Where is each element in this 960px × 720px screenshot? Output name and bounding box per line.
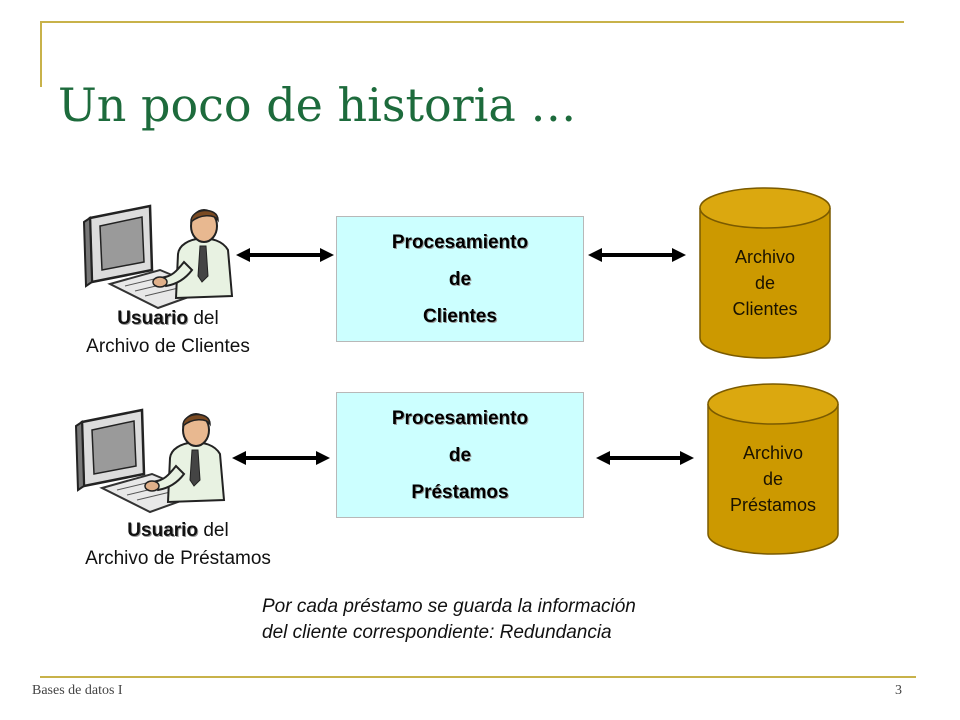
frame-bottom-line: [40, 676, 916, 678]
arrow-process-to-file-2: [596, 451, 694, 465]
user-label-bold: Usuario: [117, 308, 189, 329]
arrow-process-to-file-1: [588, 248, 686, 262]
file-line: Préstamos: [729, 495, 817, 515]
process-line: Procesamiento: [391, 407, 529, 429]
note-line1: Por cada préstamo se guarda la informaci…: [262, 596, 636, 617]
process-line: Procesamiento: [391, 231, 529, 253]
process-line: Clientes: [423, 305, 497, 327]
user-label-line2: Archivo de Clientes: [86, 336, 250, 357]
user-label-prestamos: Usuario del Archivo de Préstamos: [52, 517, 304, 573]
user-label-line2: Archivo de Préstamos: [85, 548, 271, 569]
arrow-user-to-process-1: [236, 248, 334, 262]
user-label-rest: del: [188, 308, 219, 329]
process-box-clientes: Procesamiento de Clientes: [336, 216, 584, 342]
file-label-clientes: Archivo de Clientes: [698, 244, 832, 322]
frame-top-line: [40, 21, 904, 23]
frame-left-line: [40, 21, 42, 87]
file-line: Archivo: [742, 443, 804, 463]
process-line: Préstamos: [411, 481, 509, 503]
user-label-clientes: Usuario del Archivo de Clientes: [42, 305, 294, 361]
file-line: Archivo: [734, 247, 796, 267]
arrow-user-to-process-2: [232, 451, 330, 465]
user-computer-icon: [74, 408, 226, 514]
redundancy-note: Por cada préstamo se guarda la informaci…: [262, 594, 636, 646]
process-line: de: [448, 268, 472, 290]
file-line: de: [754, 273, 776, 293]
process-line: de: [448, 444, 472, 466]
footer-course: Bases de datos I: [32, 683, 123, 698]
file-line: de: [762, 469, 784, 489]
file-line: Clientes: [732, 299, 798, 319]
user-computer-icon: [82, 204, 234, 310]
user-label-rest: del: [198, 520, 229, 541]
file-label-prestamos: Archivo de Préstamos: [706, 440, 840, 518]
database-cylinder-icon: [699, 187, 831, 359]
page-number: 3: [895, 683, 902, 698]
note-line2: del cliente correspondiente: Redundancia: [262, 622, 612, 643]
database-cylinder-icon: [707, 383, 839, 555]
process-box-prestamos: Procesamiento de Préstamos: [336, 392, 584, 518]
user-label-bold: Usuario: [127, 520, 199, 541]
slide-title: Un poco de historia …: [58, 78, 577, 132]
